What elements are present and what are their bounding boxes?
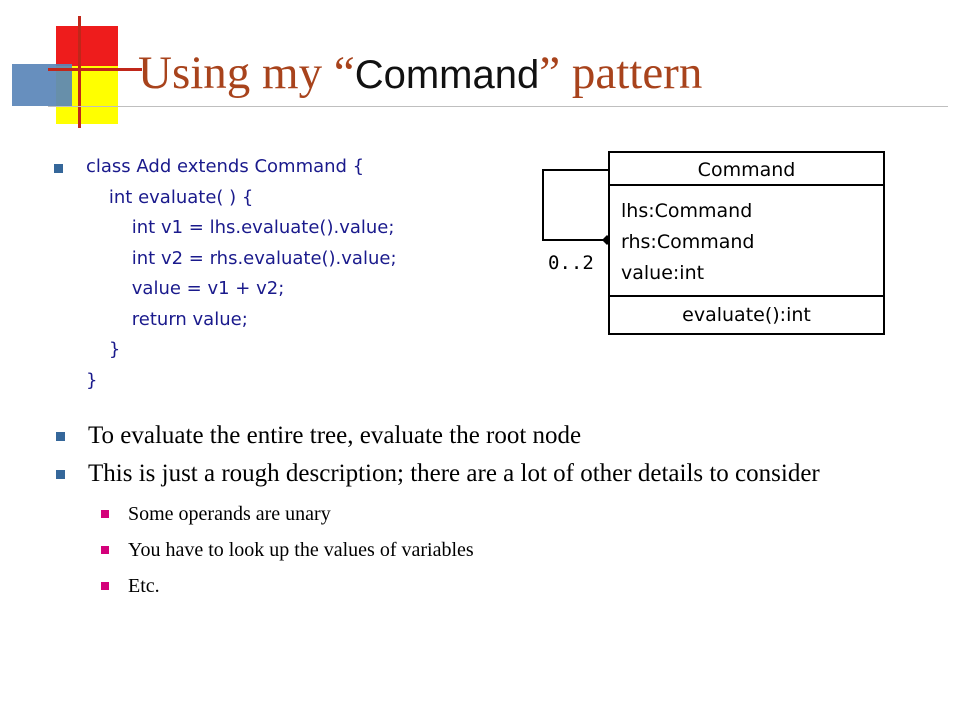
association-line: [542, 169, 608, 241]
code-line-text: int v2 = rhs.evaluate().value;: [86, 247, 397, 269]
uml-attribute: value:int: [621, 262, 705, 284]
multiplicity-label: 0..2: [548, 252, 594, 274]
sub-list-item: Etc.: [101, 568, 916, 604]
uml-class-name: Command: [610, 153, 883, 186]
code-line-text: value = v1 + v2;: [86, 278, 285, 299]
code-block: class Add extends Command { int evaluate…: [54, 152, 397, 397]
sub-bullet-list: Some operands are unary You have to look…: [101, 496, 916, 604]
title-underline: [48, 106, 948, 107]
bullet-icon: [56, 470, 65, 479]
uml-attribute: lhs:Command: [621, 200, 753, 222]
sub-list-item: You have to look up the values of variab…: [101, 532, 916, 568]
code-line-text: return value;: [86, 308, 248, 330]
list-item: To evaluate the entire tree, evaluate th…: [56, 420, 916, 451]
sub-bullet-icon: [101, 546, 109, 554]
list-item-text: This is just a rough description; there …: [88, 460, 820, 487]
sub-list-item-text: Etc.: [128, 575, 160, 597]
sub-list-item: Some operands are unary: [101, 496, 916, 532]
title-suffix: ” pattern: [539, 47, 703, 99]
sub-bullet-icon: [101, 582, 109, 590]
code-line-text: }: [86, 369, 98, 391]
sub-bullet-icon: [101, 510, 109, 518]
sub-list-item-text: Some operands are unary: [128, 503, 331, 525]
uml-attribute: rhs:Command: [621, 231, 755, 253]
title-keyword: Command: [354, 53, 540, 97]
code-line: value = v1 + v2;: [56, 274, 397, 305]
code-line-text: class Add extends Command {: [86, 156, 365, 177]
list-item-text: To evaluate the entire tree, evaluate th…: [88, 422, 582, 449]
code-line-text: int v1 = lhs.evaluate().value;: [86, 217, 395, 238]
title-prefix: Using my “: [138, 47, 355, 99]
sub-list-item-text: You have to look up the values of variab…: [128, 539, 474, 561]
logo-vertical-line: [78, 16, 81, 128]
code-line-text: }: [86, 339, 121, 360]
logo-blue-square: [12, 64, 72, 106]
code-line: int v2 = rhs.evaluate().value;: [56, 244, 397, 275]
code-line: int v1 = lhs.evaluate().value;: [56, 213, 397, 244]
list-item: This is just a rough description; there …: [56, 458, 916, 489]
bullet-list: To evaluate the entire tree, evaluate th…: [56, 420, 916, 604]
uml-class-box: Command lhs:Command rhs:Command value:in…: [608, 151, 885, 335]
uml-operation: evaluate():int: [682, 304, 811, 326]
code-line: return value;: [56, 305, 397, 336]
code-line: }: [56, 335, 397, 366]
slide-title: Using my “Command” pattern: [138, 47, 703, 100]
bullet-icon: [56, 432, 65, 441]
bullet-icon: [54, 164, 63, 173]
code-line: class Add extends Command {: [54, 152, 397, 183]
code-line-text: int evaluate( ) {: [86, 186, 254, 208]
code-line: }: [56, 366, 397, 397]
code-line: int evaluate( ) {: [56, 183, 397, 214]
logo-horizontal-line: [48, 68, 142, 71]
uml-attributes: lhs:Command rhs:Command value:int: [610, 186, 883, 297]
